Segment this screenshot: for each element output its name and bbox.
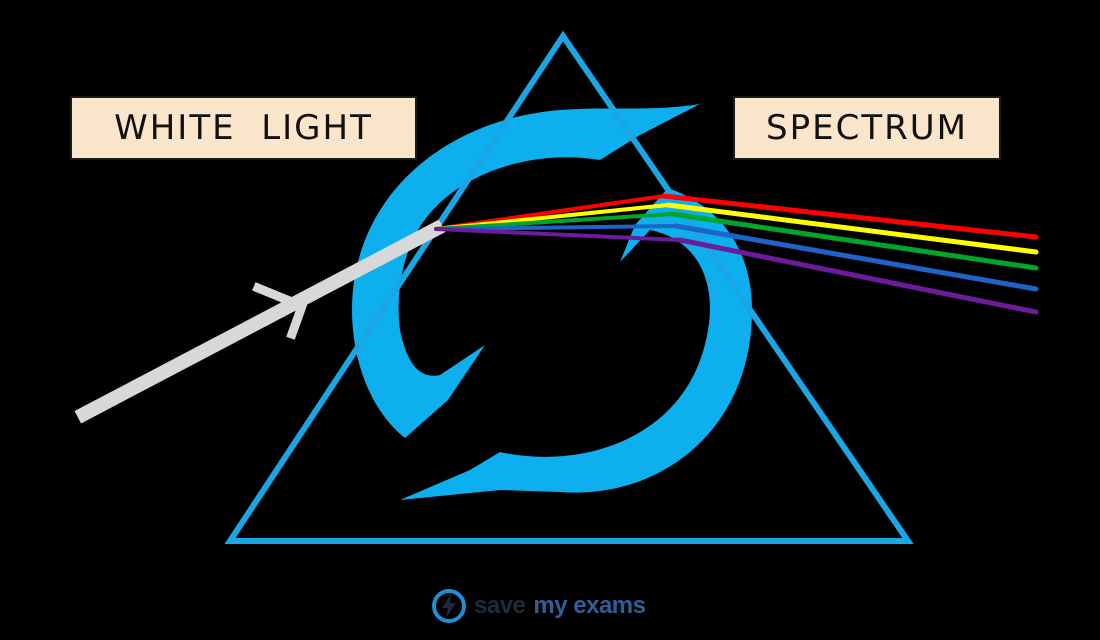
white-ray-line [74,219,446,424]
refresh-arrow-lower [400,188,752,500]
white-ray-arrowhead [252,282,308,340]
spectrum-ray-green [669,211,1039,271]
logo-text-save: save [474,592,526,619]
spectrum-ray-red [661,193,1039,240]
refracted-rays-inside [434,194,682,242]
spectrum-label: SPECTRUM [733,96,1001,160]
spectrum-rays [661,193,1039,315]
lightning-bolt-icon [432,589,466,623]
save-my-exams-logo: save my exams [432,588,646,624]
inner-ray-blue [434,224,678,231]
white-light-ray [74,219,446,424]
inner-ray-violet [434,227,682,242]
white-light-label: WHITE LIGHT [70,96,417,160]
prism-triangle [224,30,914,544]
spectrum-ray-yellow [665,202,1039,255]
logo-text-my-exams: my exams [533,592,646,619]
inner-ray-green [434,212,674,231]
refresh-arrows-icon [352,104,752,500]
spectrum-ray-blue [673,223,1039,292]
spectrum-ray-violet [677,237,1039,315]
refresh-arrow-upper [352,104,700,438]
